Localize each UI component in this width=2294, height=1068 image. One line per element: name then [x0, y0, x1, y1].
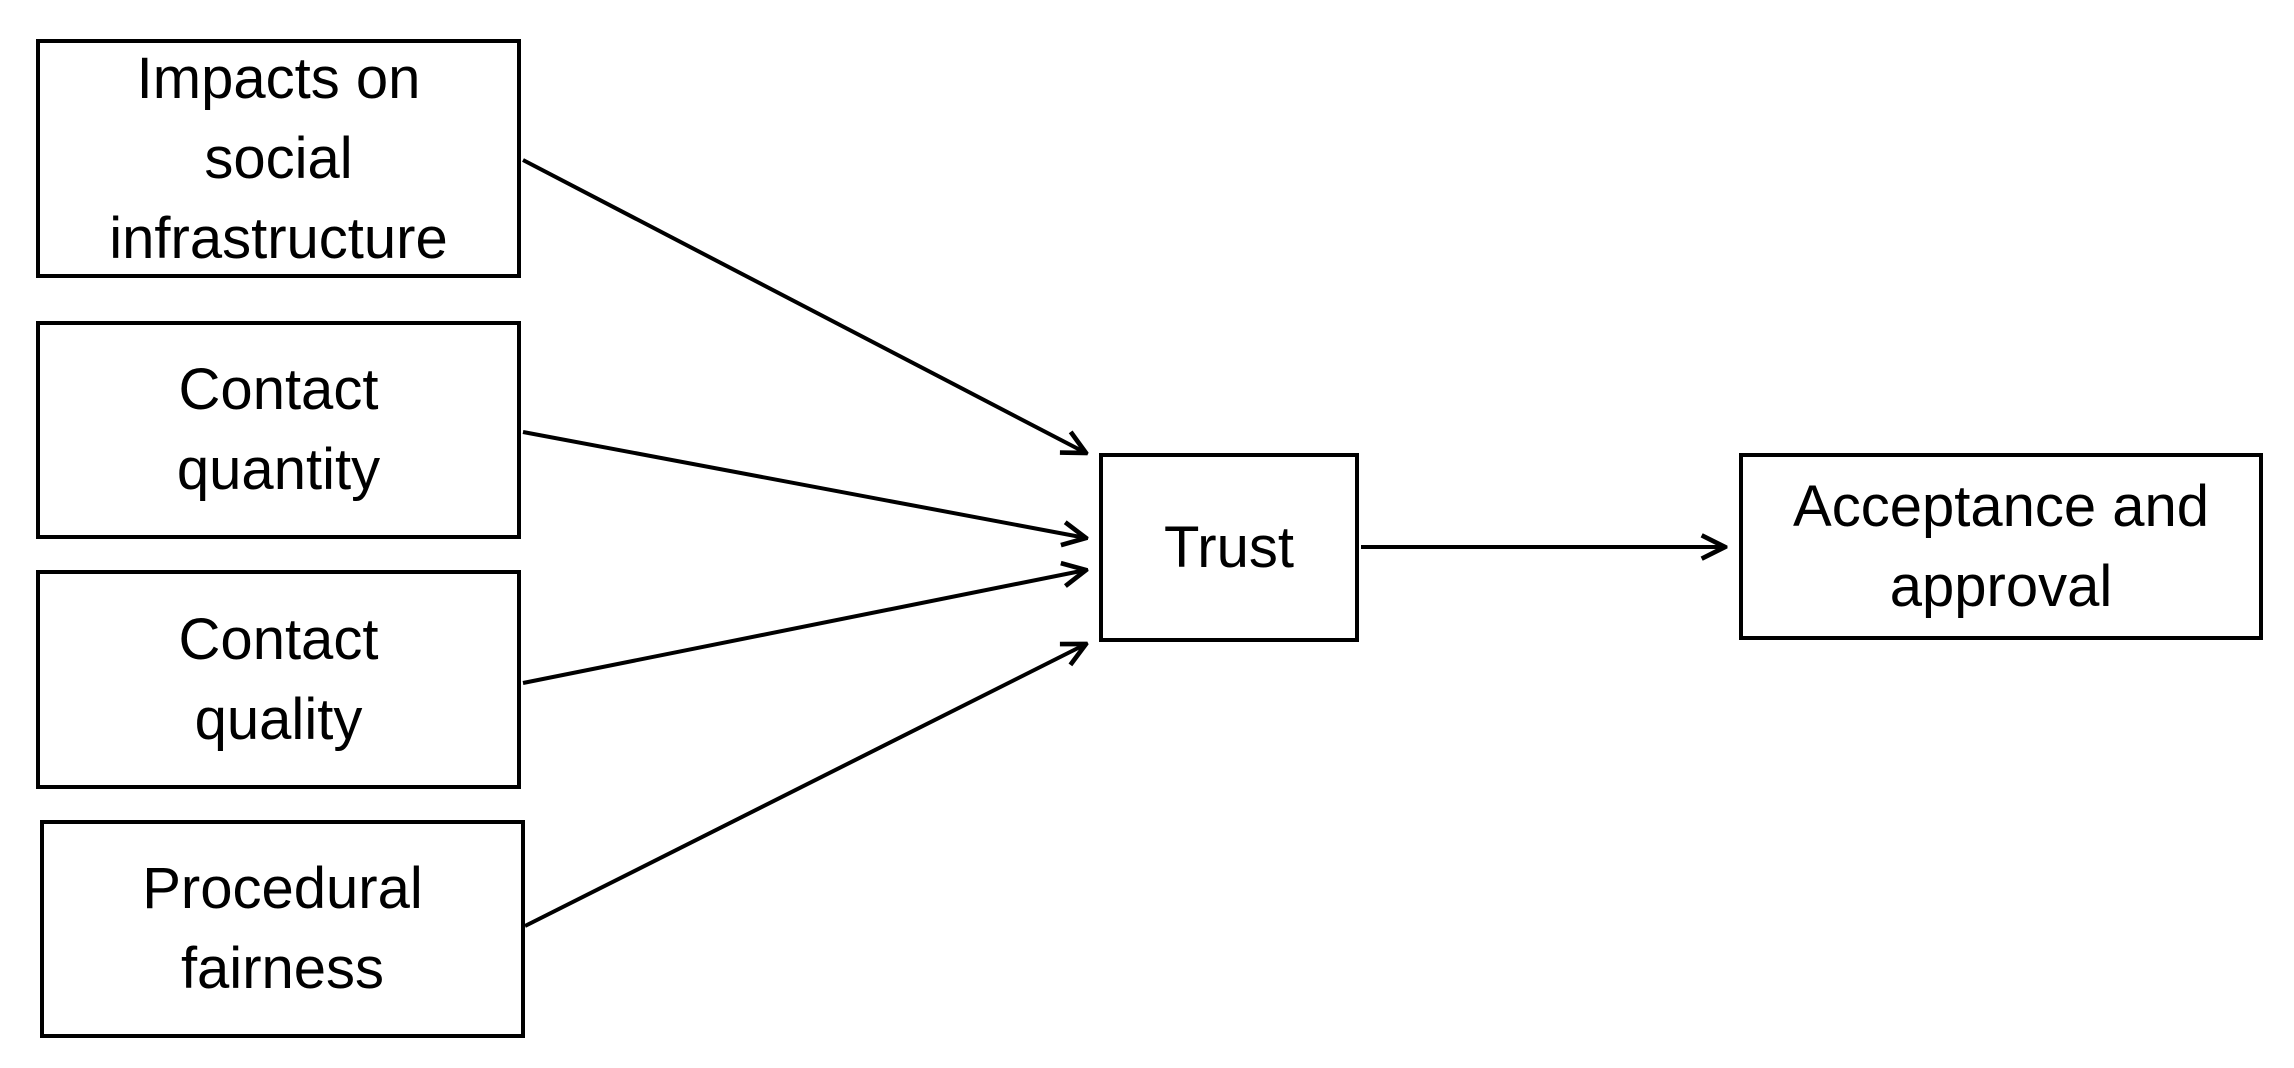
node-procedural-fairness: Procedural fairness	[40, 820, 525, 1038]
node-trust-label: Trust	[1164, 514, 1294, 580]
node-acceptance-and-approval: Acceptance and approval	[1739, 453, 2263, 640]
arrow-quantity-to-trust	[522, 430, 1086, 538]
arrow-impacts-to-trust	[522, 158, 1086, 453]
arrow-quality-to-trust	[522, 570, 1086, 685]
node-impacts-on-social-infrastructure: Impacts on social infrastructure	[36, 39, 521, 278]
node-quality-label: Contact quality	[178, 606, 379, 752]
node-trust: Trust	[1099, 453, 1359, 642]
node-impacts-label: Impacts on social infrastructure	[109, 45, 448, 271]
node-fairness-label: Procedural fairness	[142, 856, 423, 1001]
node-contact-quantity: Contact quantity	[36, 321, 521, 539]
arrow-fairness-to-trust	[524, 644, 1086, 928]
node-quantity-label: Contact quantity	[176, 357, 381, 502]
node-contact-quality: Contact quality	[36, 570, 521, 789]
node-acceptance-label: Acceptance and approval	[1793, 473, 2209, 619]
